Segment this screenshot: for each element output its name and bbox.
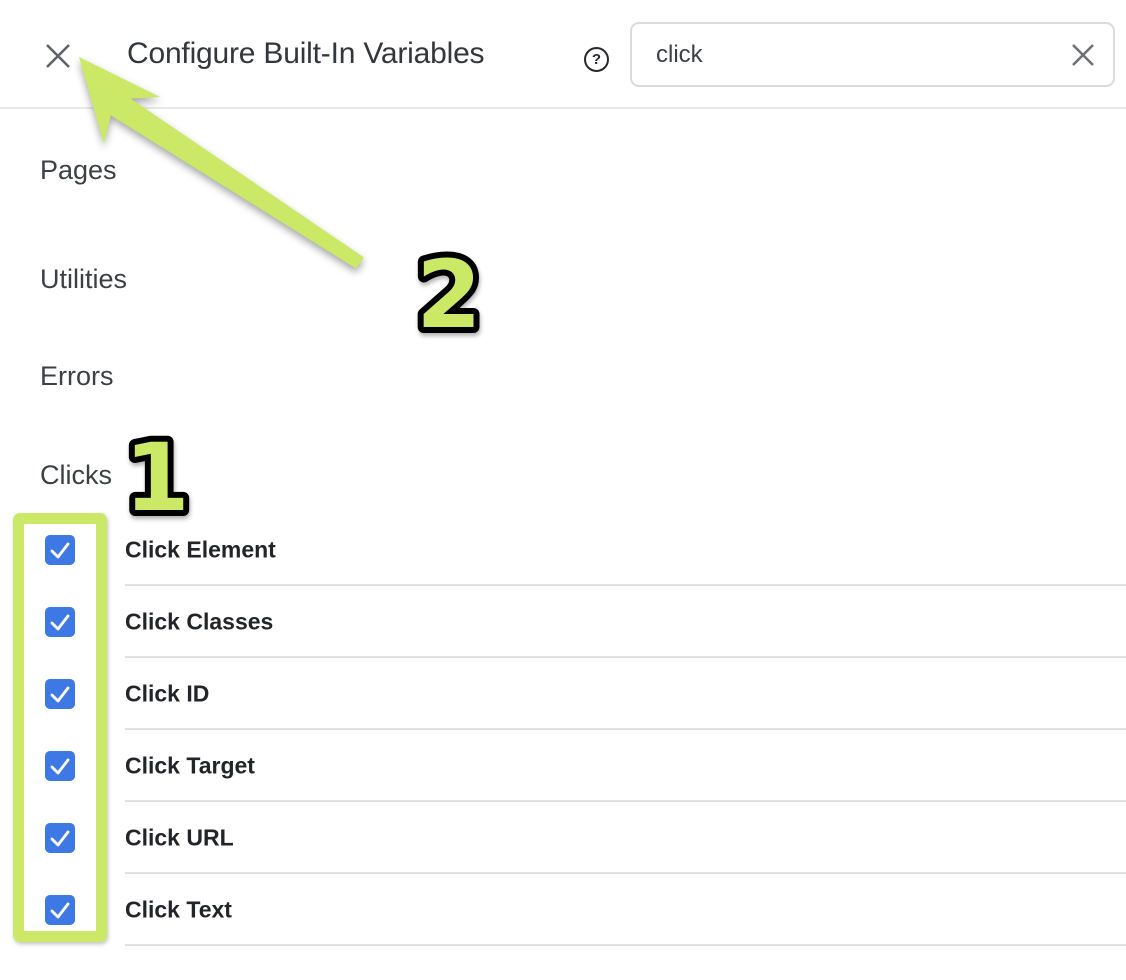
check-icon	[45, 607, 75, 637]
close-button[interactable]	[44, 42, 72, 70]
row-click-text[interactable]: Click Text	[0, 874, 1126, 946]
page-title: Configure Built-In Variables	[127, 37, 485, 70]
help-glyph: ?	[591, 51, 602, 68]
row-label: Click Classes	[125, 608, 274, 635]
row-click-url[interactable]: Click URL	[0, 802, 1126, 874]
checkbox-click-text[interactable]	[45, 895, 75, 925]
check-icon	[45, 895, 75, 925]
checkbox-click-url[interactable]	[45, 823, 75, 853]
search-box	[630, 22, 1115, 87]
search-clear-button[interactable]	[1069, 41, 1097, 69]
row-label: Click URL	[125, 824, 234, 851]
check-icon	[45, 679, 75, 709]
help-icon[interactable]: ?	[584, 47, 609, 72]
close-icon	[44, 44, 72, 73]
check-icon	[45, 823, 75, 853]
annotation-step-2: 2	[416, 241, 481, 350]
checkbox-click-target[interactable]	[45, 751, 75, 781]
section-label-errors: Errors	[40, 361, 114, 391]
clicks-variable-list: Click Element Click Classes Click ID Cli…	[0, 514, 1126, 946]
section-label-pages: Pages	[40, 155, 117, 185]
dialog-header: Configure Built-In Variables ?	[0, 0, 1126, 109]
check-icon	[45, 535, 75, 565]
section-label-utilities: Utilities	[40, 264, 128, 294]
checkbox-click-classes[interactable]	[45, 607, 75, 637]
clear-x-icon	[1069, 44, 1097, 72]
row-label: Click Element	[125, 536, 276, 563]
section-label-clicks: Clicks	[40, 460, 112, 490]
row-click-element[interactable]: Click Element	[0, 514, 1126, 586]
row-label: Click ID	[125, 680, 210, 707]
row-click-target[interactable]: Click Target	[0, 730, 1126, 802]
checkbox-click-element[interactable]	[45, 535, 75, 565]
row-click-classes[interactable]: Click Classes	[0, 586, 1126, 658]
search-input[interactable]	[656, 24, 1046, 85]
checkbox-click-id[interactable]	[45, 679, 75, 709]
row-label: Click Target	[125, 752, 255, 779]
check-icon	[45, 751, 75, 781]
row-label: Click Text	[125, 896, 232, 923]
row-click-id[interactable]: Click ID	[0, 658, 1126, 730]
